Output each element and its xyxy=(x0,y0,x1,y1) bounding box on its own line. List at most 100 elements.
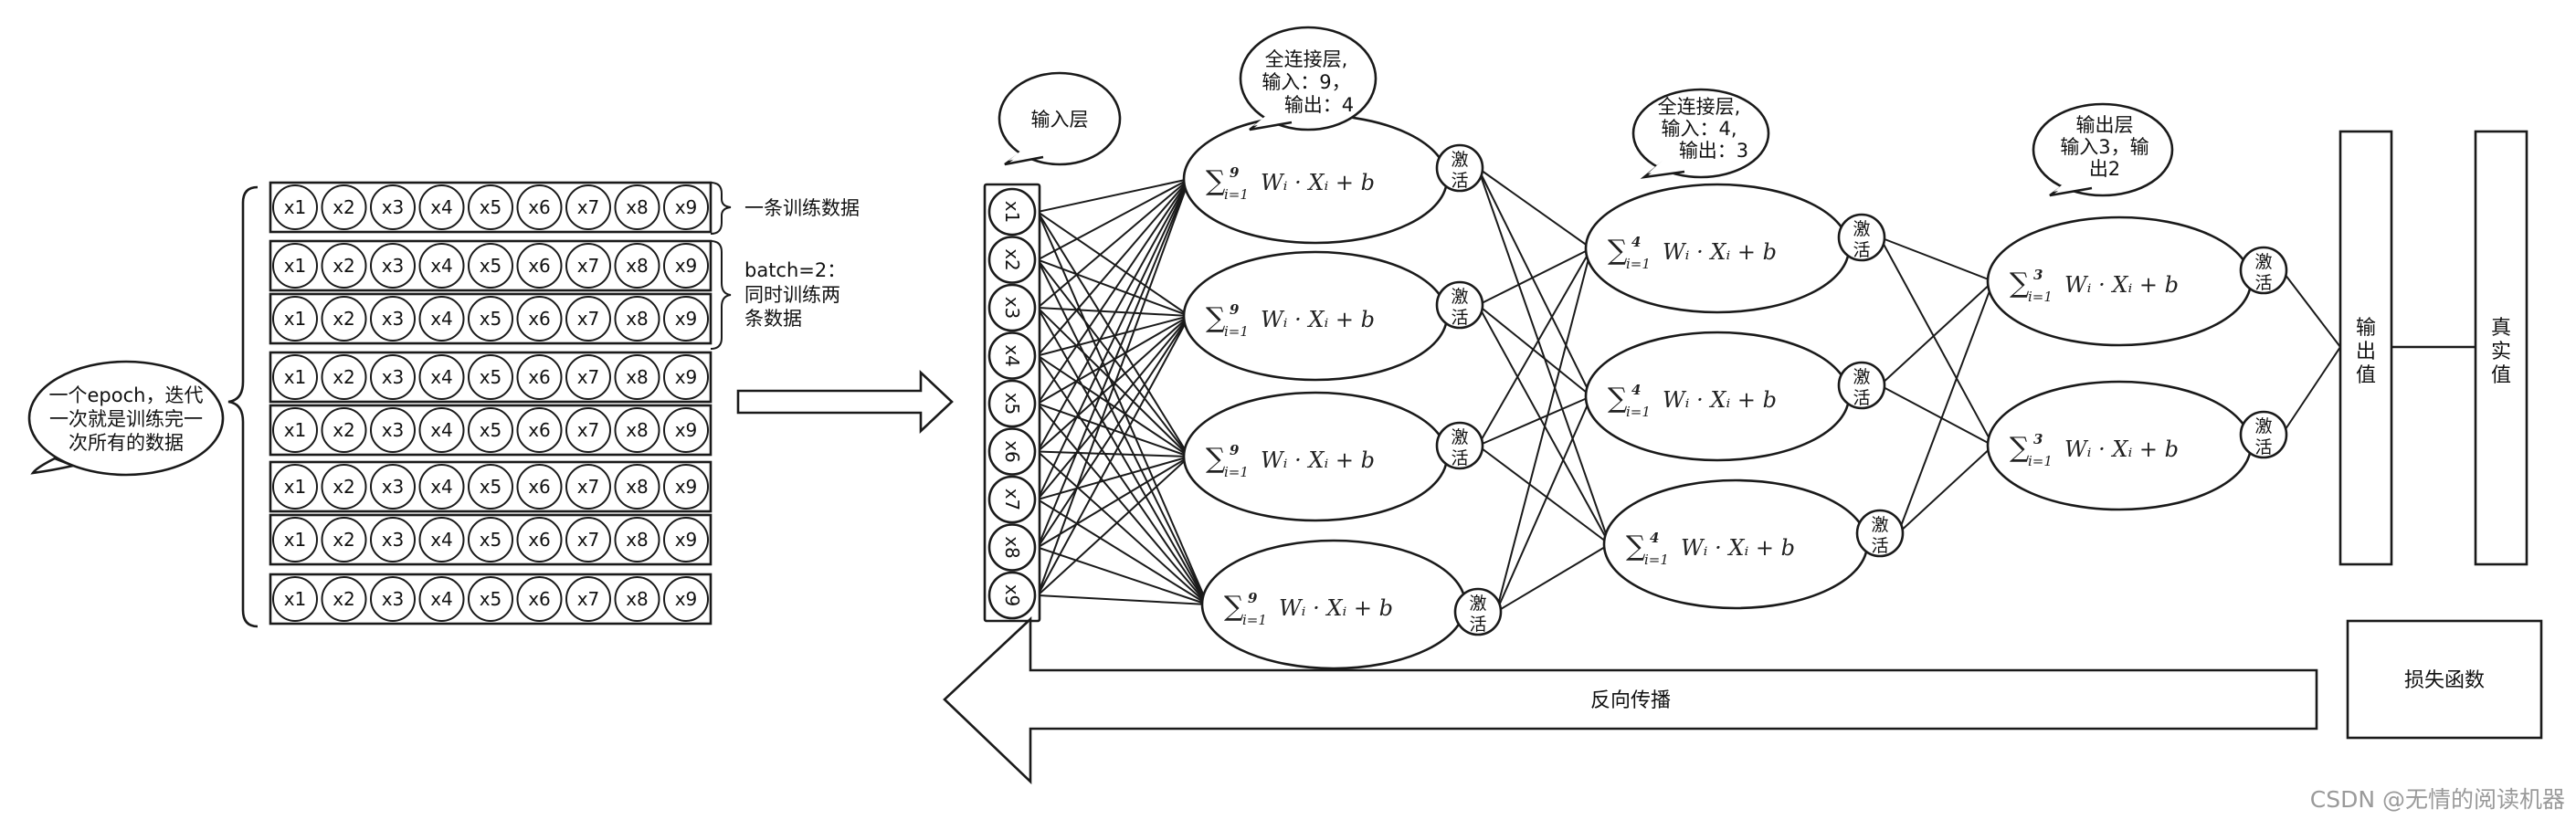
data-cell xyxy=(565,517,611,562)
activation-label: 激 xyxy=(1451,427,1468,447)
data-cell xyxy=(321,354,367,400)
data-cell-label: x9 xyxy=(675,476,698,498)
data-cell-label: x2 xyxy=(333,255,355,277)
sum-lower: i=1 xyxy=(1242,612,1267,628)
sum-symbol: ∑ xyxy=(2010,268,2030,300)
data-cell-label: x3 xyxy=(382,196,405,218)
connection-line xyxy=(1879,237,1994,447)
activation-node xyxy=(2239,246,2288,295)
data-cell xyxy=(468,243,513,289)
data-cell-label: x8 xyxy=(626,588,649,610)
data-cell xyxy=(565,464,611,510)
formula-text: Wᵢ · Xᵢ + b xyxy=(2064,272,2179,298)
data-cell-label: x7 xyxy=(577,255,600,277)
data-cell-label: x9 xyxy=(675,366,698,388)
connection-line xyxy=(1037,178,1190,309)
data-cell xyxy=(321,464,367,510)
data-cell-label: x7 xyxy=(577,588,600,610)
connection-line xyxy=(1037,178,1190,357)
activation-label: 激 xyxy=(1451,287,1468,307)
formula-text: Wᵢ · Xᵢ + b xyxy=(1261,170,1375,195)
connection-line xyxy=(1037,178,1190,452)
data-cell-label: x9 xyxy=(675,419,698,441)
sum-lower: i=1 xyxy=(1224,323,1249,340)
data-cell xyxy=(663,517,709,562)
fc2-callout: 全连接层, 输入：4, 输出：3 xyxy=(1631,88,1770,179)
data-cell xyxy=(370,407,416,453)
data-cell-label: x5 xyxy=(480,419,502,441)
activation-label: 活 xyxy=(1469,615,1486,635)
one-sample-brace xyxy=(710,182,732,235)
formula-text: Wᵢ · Xᵢ + b xyxy=(1261,447,1375,473)
batch-brace xyxy=(710,240,732,350)
svg-text:全连接层,: 全连接层, xyxy=(1265,48,1348,70)
connection-line xyxy=(1037,315,1190,549)
data-cell xyxy=(272,243,318,289)
data-cell xyxy=(663,407,709,453)
svg-text:batch=2：: batch=2： xyxy=(744,259,846,281)
input-node-label: x8 xyxy=(1001,536,1023,559)
data-cell-label: x2 xyxy=(333,529,355,551)
data-cell-label: x7 xyxy=(577,476,600,498)
data-cell xyxy=(614,517,660,562)
activation-node xyxy=(1453,587,1503,636)
connection-line xyxy=(1477,247,1592,447)
data-cell-label: x1 xyxy=(284,588,307,610)
data-cell xyxy=(321,517,367,562)
connection-line xyxy=(1037,259,1209,605)
data-cell xyxy=(614,407,660,453)
input-node-label: x2 xyxy=(1001,248,1023,271)
data-cell-label: x4 xyxy=(430,308,453,330)
svg-text:输入：4,: 输入：4, xyxy=(1661,118,1737,140)
svg-text:一次就是训练完一: 一次就是训练完一 xyxy=(49,408,203,430)
activation-label: 激 xyxy=(1451,150,1468,170)
connection-line xyxy=(1037,315,1190,596)
data-cell-label: x9 xyxy=(675,529,698,551)
data-cell-label: x3 xyxy=(382,308,405,330)
data-cell-label: x6 xyxy=(528,588,551,610)
connection-line xyxy=(1495,395,1592,613)
data-cell-label: x2 xyxy=(333,308,355,330)
input-node: x3 xyxy=(987,283,1037,332)
data-cell xyxy=(468,576,513,622)
connection-line xyxy=(1037,211,1209,605)
data-cell xyxy=(663,296,709,342)
svg-text:出2: 出2 xyxy=(2089,158,2120,180)
sum-upper: 4 xyxy=(1631,382,1641,398)
data-cell-label: x5 xyxy=(480,366,502,388)
activation-node xyxy=(1855,509,1905,558)
connection-line xyxy=(1477,167,1592,397)
data-cell-label: x2 xyxy=(333,196,355,218)
sum-symbol: ∑ xyxy=(1608,235,1628,267)
connection-line xyxy=(1477,167,1592,249)
data-cell xyxy=(468,517,513,562)
data-cell xyxy=(614,296,660,342)
svg-text:输出：4: 输出：4 xyxy=(1284,94,1354,116)
data-cell xyxy=(321,407,367,453)
data-cell xyxy=(272,464,318,510)
loss-function-label: 损失函数 xyxy=(2404,669,2485,692)
data-cell xyxy=(516,517,563,562)
svg-text:输: 输 xyxy=(2356,317,2376,340)
data-cell xyxy=(370,464,416,510)
data-cell xyxy=(418,296,465,342)
input-node: x5 xyxy=(987,379,1037,428)
data-cell-label: x9 xyxy=(675,255,698,277)
data-cell xyxy=(418,184,465,230)
input-node-label: x7 xyxy=(1001,489,1023,511)
data-cell xyxy=(468,464,513,510)
data-cell-label: x5 xyxy=(480,529,502,551)
activation-label: 活 xyxy=(1451,308,1468,328)
svg-text:条数据: 条数据 xyxy=(744,308,802,330)
input-node: x8 xyxy=(987,523,1037,572)
activation-node xyxy=(1435,280,1484,330)
data-cell xyxy=(370,243,416,289)
